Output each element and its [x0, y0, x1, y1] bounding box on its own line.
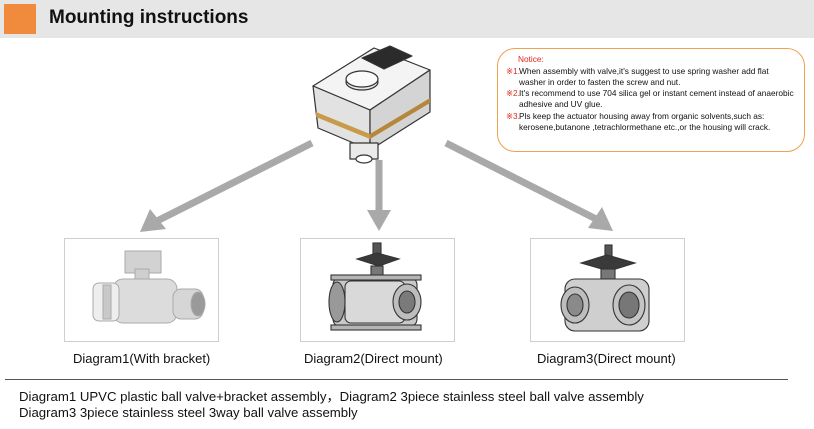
notice-item-2: ※2. It's recommend to use 704 silica gel…	[506, 88, 796, 110]
diagram1-image	[64, 238, 219, 342]
arrow-to-diagram1	[140, 139, 314, 232]
notice-item-1: ※1. When assembly with valve,it's sugges…	[506, 66, 796, 88]
footer-description-line-2: Diagram3 3piece stainless steel 3way bal…	[19, 405, 358, 420]
notice-mark: ※1.	[506, 65, 520, 76]
arrow-to-diagram3	[444, 139, 613, 231]
electric-actuator-illustration	[312, 45, 431, 164]
notice-mark: ※3.	[506, 110, 520, 121]
actuator-scene	[140, 45, 613, 232]
section-header: Mounting instructions	[0, 0, 814, 38]
diagram1-caption: Diagram1(With bracket)	[73, 351, 211, 366]
notice-mark: ※2.	[506, 88, 520, 99]
upvc-ball-valve-with-bracket-illustration	[92, 250, 206, 324]
three-piece-ball-valve-illustration	[328, 242, 422, 331]
notice-item-3: ※3. Pls keep the actuator housing away f…	[506, 111, 796, 133]
notice-text: Pls keep the actuator housing away from …	[519, 110, 771, 132]
diagram2-image	[300, 238, 455, 342]
header-accent-block	[4, 4, 36, 34]
footer-description-line-1: Diagram1 UPVC plastic ball valve+bracket…	[19, 389, 644, 404]
footer-divider	[5, 379, 788, 380]
three-way-ball-valve-illustration	[560, 244, 650, 332]
notice-box: Notice: ※1. When assembly with valve,it'…	[497, 48, 805, 152]
diagram2-caption: Diagram2(Direct mount)	[304, 351, 443, 366]
notice-title: Notice:	[518, 54, 544, 64]
arrow-to-diagram2	[367, 160, 391, 231]
diagram3-caption: Diagram3(Direct mount)	[537, 351, 676, 366]
page-title: Mounting instructions	[49, 7, 249, 28]
diagram3-image	[530, 238, 685, 342]
notice-text: It's recommend to use 704 silica gel or …	[519, 88, 794, 110]
notice-text: When assembly with valve,it's suggest to…	[519, 65, 769, 87]
